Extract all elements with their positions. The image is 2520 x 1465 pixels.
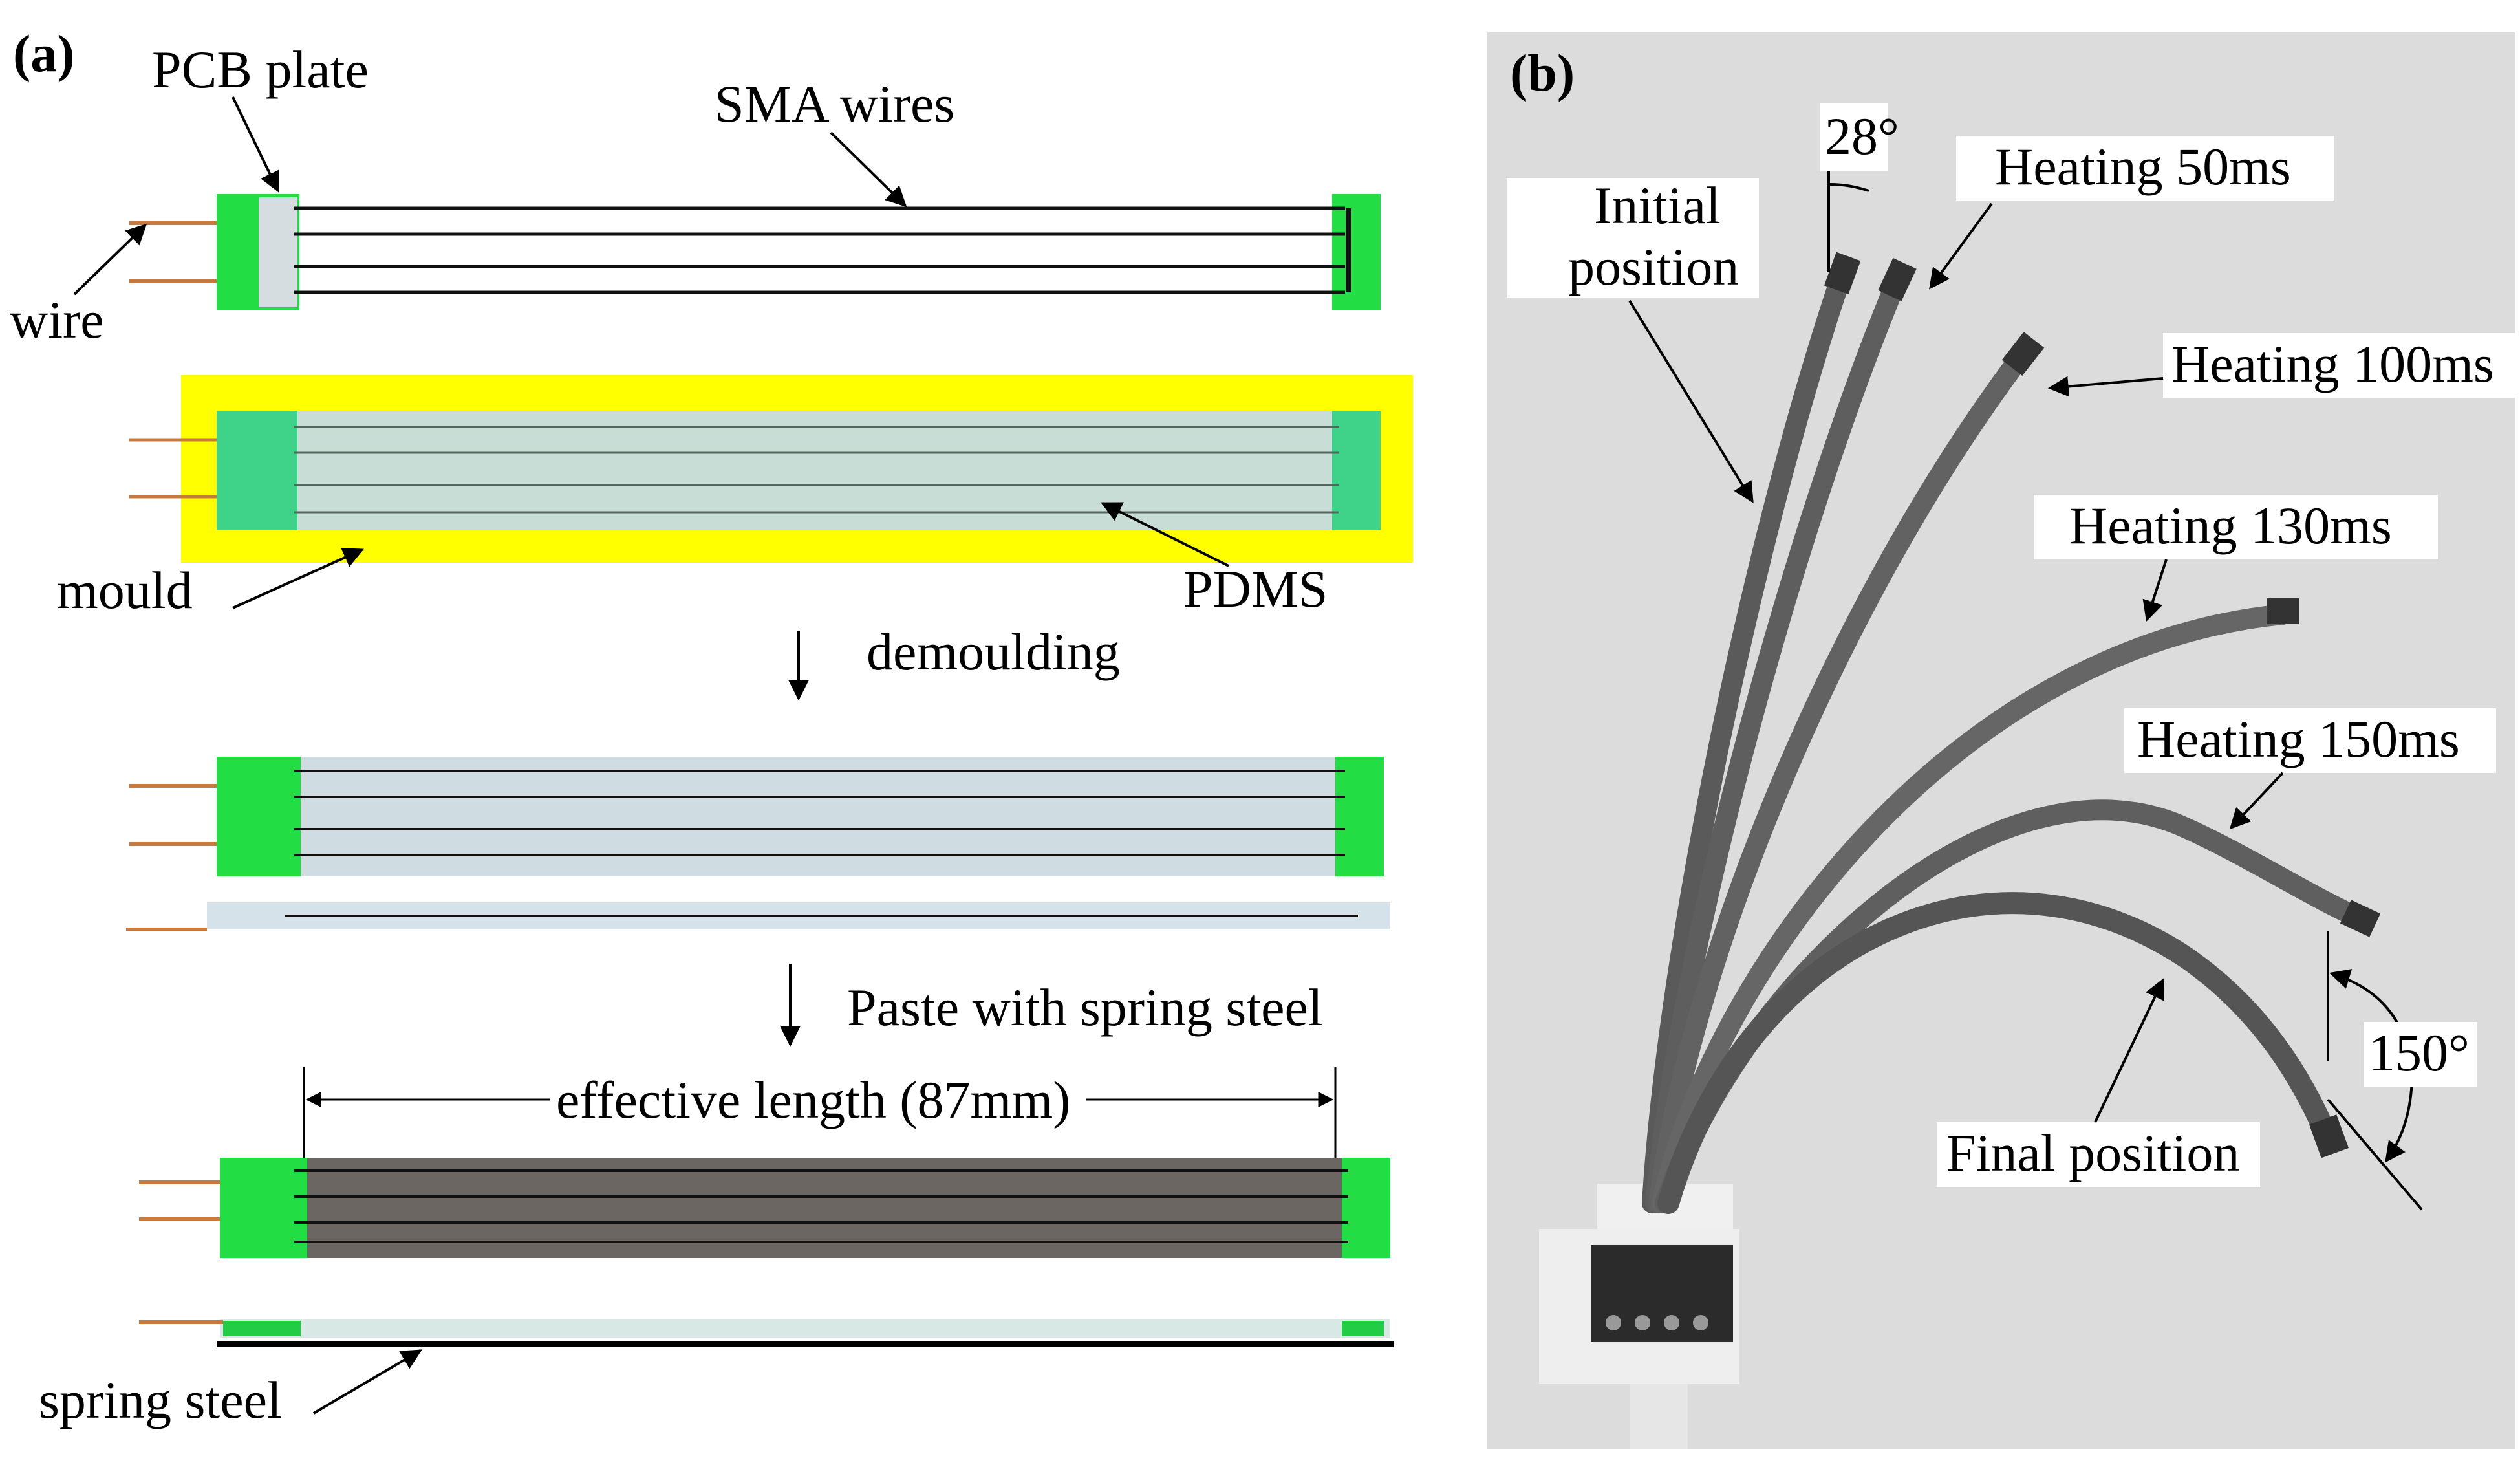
heating-50-label: Heating 50ms — [1995, 137, 2291, 196]
angle-150-box — [2364, 1022, 2477, 1087]
heating-130-arrow — [2142, 559, 2168, 622]
pcb-side-right — [1342, 1321, 1384, 1336]
stage-bare-wires — [129, 194, 1381, 310]
stage-pasted — [139, 1158, 1394, 1347]
pcb-plate-left — [220, 1158, 307, 1258]
pcb-plate-arrow — [232, 96, 279, 193]
pcb-plate-right-moulded — [1332, 411, 1381, 530]
mould-arrow — [232, 548, 364, 609]
angle-150-label: 150° — [2369, 1023, 2470, 1082]
actuator-100ms — [1648, 342, 2034, 1213]
initial-position-label-line2: position — [1568, 237, 1739, 296]
pdms-label: PDMS — [1183, 559, 1328, 618]
initial-position-box — [1507, 178, 1759, 298]
pcb-side-left — [223, 1321, 301, 1336]
final-position-label: Final position — [1946, 1123, 2239, 1182]
stage-mould — [129, 375, 1413, 563]
pcb-plate-right — [1342, 1158, 1390, 1258]
demoulded-strip — [217, 757, 1384, 876]
pcb-pad-left — [259, 197, 297, 307]
initial-position-arrow — [1628, 299, 1754, 503]
wire-label: wire — [10, 290, 104, 349]
panel-b: (b) — [1487, 32, 2515, 1449]
heating-150-arrow — [2229, 772, 2284, 830]
spring-steel-label: spring steel — [39, 1371, 282, 1429]
spring-steel-arrow — [312, 1349, 422, 1415]
clamp-base — [1539, 1184, 1739, 1449]
stage-demoulded — [126, 757, 1390, 931]
heating-130-box — [2034, 495, 2438, 559]
angle-arc-28 — [1829, 183, 1869, 192]
heating-150-label: Heating 150ms — [2137, 710, 2460, 768]
heating-100-box — [2163, 333, 2515, 398]
heating-100-label: Heating 100ms — [2171, 334, 2494, 393]
pdms-fill — [217, 411, 1381, 530]
pasted-side-view — [220, 1319, 1390, 1338]
pcb-plate-right — [1335, 757, 1384, 876]
panel-a-label: (a) — [13, 24, 75, 83]
panel-a: (a) PCB plate SMA wires wire — [10, 24, 1413, 1429]
heating-100-arrow — [2047, 376, 2164, 397]
effective-length-label: effective length (87mm) — [556, 1070, 1070, 1129]
heating-50-box — [1956, 136, 2334, 201]
angle-28-label: 28° — [1825, 107, 1899, 166]
actuator-final — [1657, 892, 2339, 1214]
step-paste-label: Paste with spring steel — [847, 978, 1323, 1037]
wire-arrow — [73, 223, 147, 296]
step-demoulding-label: demoulding — [867, 622, 1120, 681]
pdms-arrow — [1101, 502, 1229, 567]
pcb-plate-label: PCB plate — [152, 40, 369, 99]
final-position-box — [1937, 1122, 2260, 1187]
heating-130-label: Heating 130ms — [2069, 496, 2392, 555]
heating-50-arrow — [1929, 202, 1993, 290]
pcb-plate-left — [217, 757, 301, 876]
sma-wires — [294, 206, 1345, 294]
pcb-plate-left-moulded — [217, 411, 297, 530]
panel-b-label: (b) — [1510, 43, 1575, 102]
sma-wires-arrow — [830, 131, 907, 208]
actuator-130ms — [1652, 604, 2293, 1213]
final-position-arrow — [2094, 978, 2165, 1123]
initial-position-label-line1: Initial — [1594, 176, 1721, 235]
actuator-positions — [1642, 261, 2371, 1214]
sma-wires-label: SMA wires — [715, 74, 954, 133]
heating-150-box — [2124, 708, 2496, 773]
angle-28-box — [1820, 103, 1888, 171]
mould-label: mould — [57, 561, 193, 620]
